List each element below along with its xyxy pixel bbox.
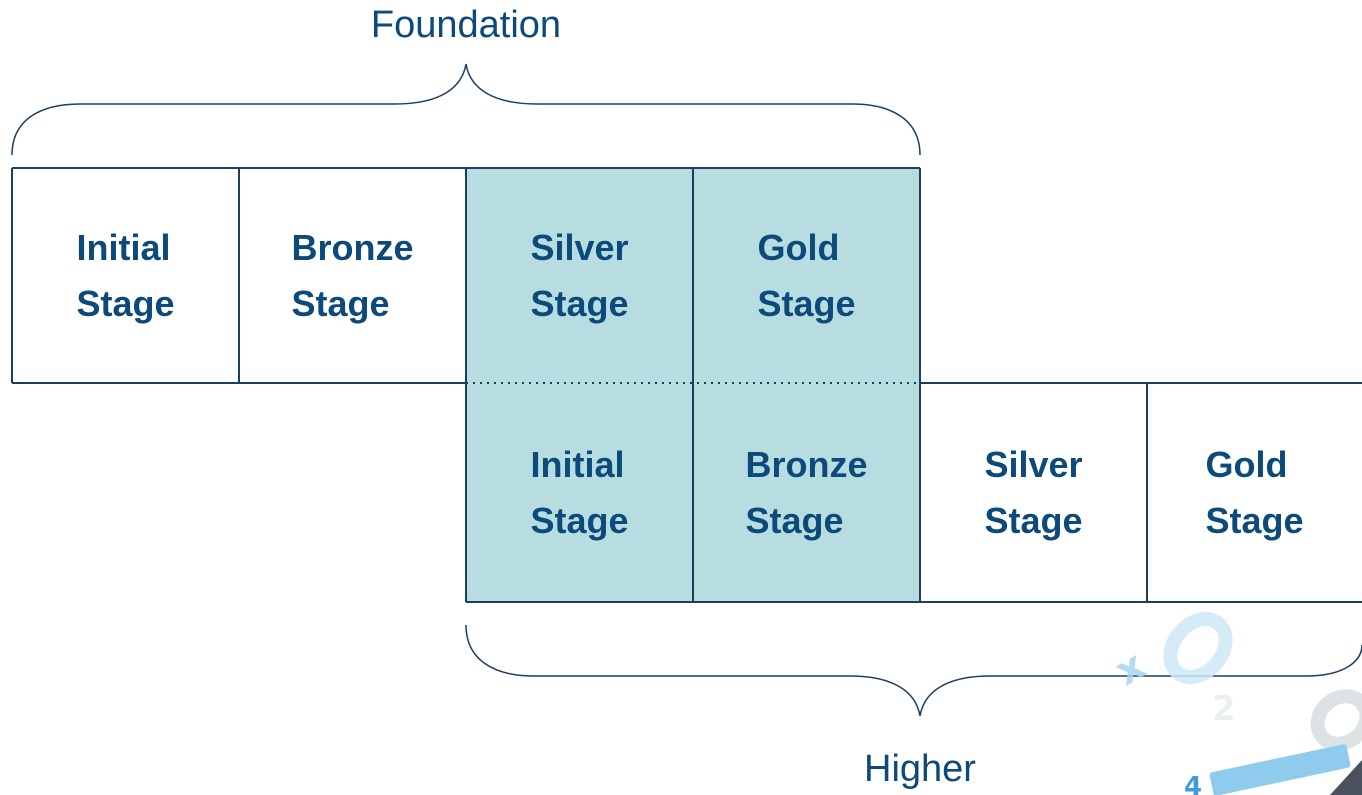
- watermark-bar: [1209, 744, 1351, 795]
- cell-line-1: Initial: [530, 443, 625, 485]
- watermark-zero-right: [1310, 689, 1362, 751]
- cell-line-2: Stage: [757, 282, 856, 324]
- watermark-glyph-2: 2: [1212, 689, 1236, 729]
- cell-line-1: Bronze: [745, 443, 868, 485]
- corner-watermark-graphic: x 2 4: [1108, 612, 1362, 795]
- cell-line-2: Stage: [291, 282, 390, 324]
- higher-label: Higher: [864, 748, 976, 790]
- cell-line-2: Stage: [984, 499, 1083, 541]
- cell-line-1: Gold: [757, 226, 840, 268]
- cell-line-2: Stage: [530, 499, 629, 541]
- foundation-brace: [11, 63, 921, 156]
- cell-line-2: Stage: [745, 499, 844, 541]
- cell-line-1: Silver: [984, 443, 1083, 485]
- cell-line-1: Silver: [530, 226, 629, 268]
- watermark-glyph-4: 4: [1184, 772, 1202, 795]
- cell-line-2: Stage: [1205, 499, 1304, 541]
- cell-line-1: Initial: [76, 226, 171, 268]
- cell-line-1: Gold: [1205, 443, 1288, 485]
- cell-line-2: Stage: [76, 282, 175, 324]
- higher-brace: [465, 624, 1362, 717]
- cell-line-1: Bronze: [291, 226, 414, 268]
- foundation-label: Foundation: [370, 4, 562, 46]
- watermark-zero-top: [1163, 612, 1233, 684]
- watermark-dark-wedge: [1330, 760, 1362, 795]
- watermark-glyph-x: x: [1108, 642, 1154, 695]
- cell-line-2: Stage: [530, 282, 629, 324]
